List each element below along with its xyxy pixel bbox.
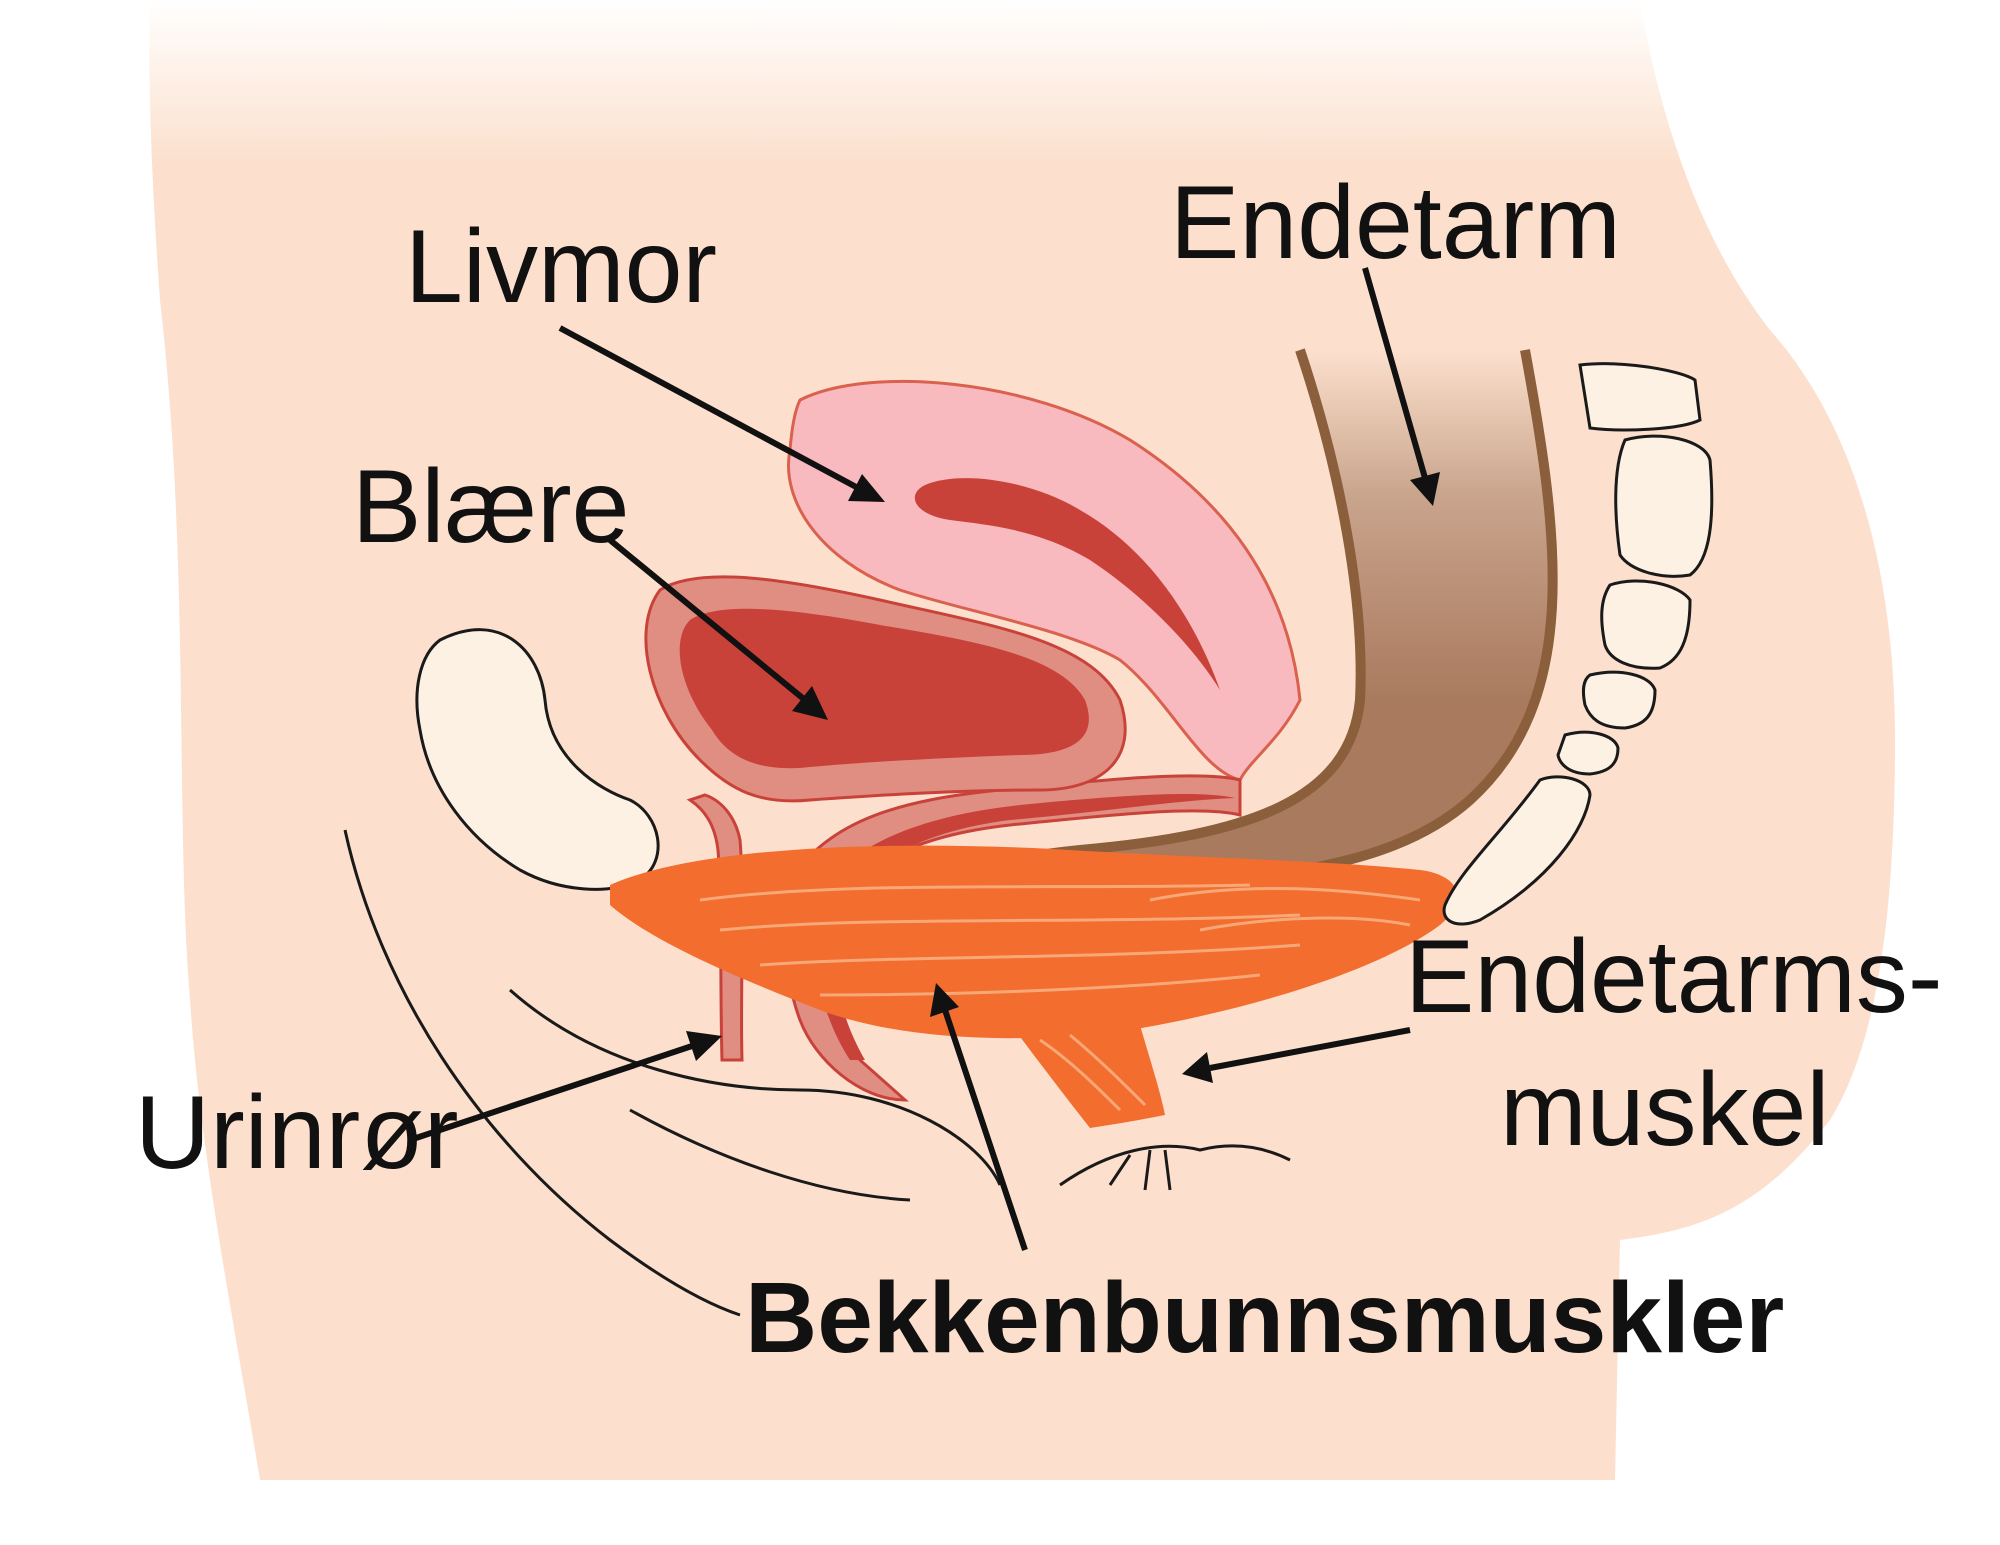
urinror-arrowhead: [686, 1031, 722, 1061]
bekkenbunnsmuskler-leader: [942, 1009, 1028, 1251]
muscle-fibers: [699, 883, 1421, 1112]
bekkenbunnsmuskler-arrowhead: [930, 983, 959, 1017]
bladder-lumen: [679, 608, 1089, 769]
label-bekkenbunnsmuskler: Bekkenbunnsmuskler: [745, 1262, 1784, 1374]
skin-contour-lines: [343, 829, 1291, 1317]
blaere-arrowhead: [792, 686, 828, 720]
label-blaere: Blære: [352, 449, 629, 565]
endetarmsmuskel-arrowhead: [1182, 1052, 1213, 1083]
endetarm-arrowhead: [1410, 472, 1440, 506]
label-endetarm: Endetarm: [1170, 165, 1621, 281]
urinror-leader: [409, 1042, 696, 1143]
endetarm-leader: [1362, 267, 1428, 479]
pelvic-floor-muscle: [610, 845, 1458, 1039]
uterine-cavity: [914, 478, 1220, 690]
sacrum-vertebrae: [1442, 362, 1714, 926]
livmor-arrowhead: [848, 474, 885, 502]
label-endetarmsmuskel-line2: muskel: [1500, 1052, 1829, 1168]
rectum: [930, 350, 1553, 935]
endetarmsmuskel-leader: [1209, 1027, 1411, 1071]
uterus: [787, 379, 1302, 782]
anal-sphincter: [1000, 1008, 1165, 1128]
livmor-leader: [558, 325, 860, 491]
label-livmor: Livmor: [405, 209, 717, 325]
label-urinror: Urinrør: [135, 1075, 458, 1191]
label-endetarmsmuskel-line1: Endetarms-: [1405, 919, 1943, 1035]
blaere-leader: [608, 537, 807, 703]
